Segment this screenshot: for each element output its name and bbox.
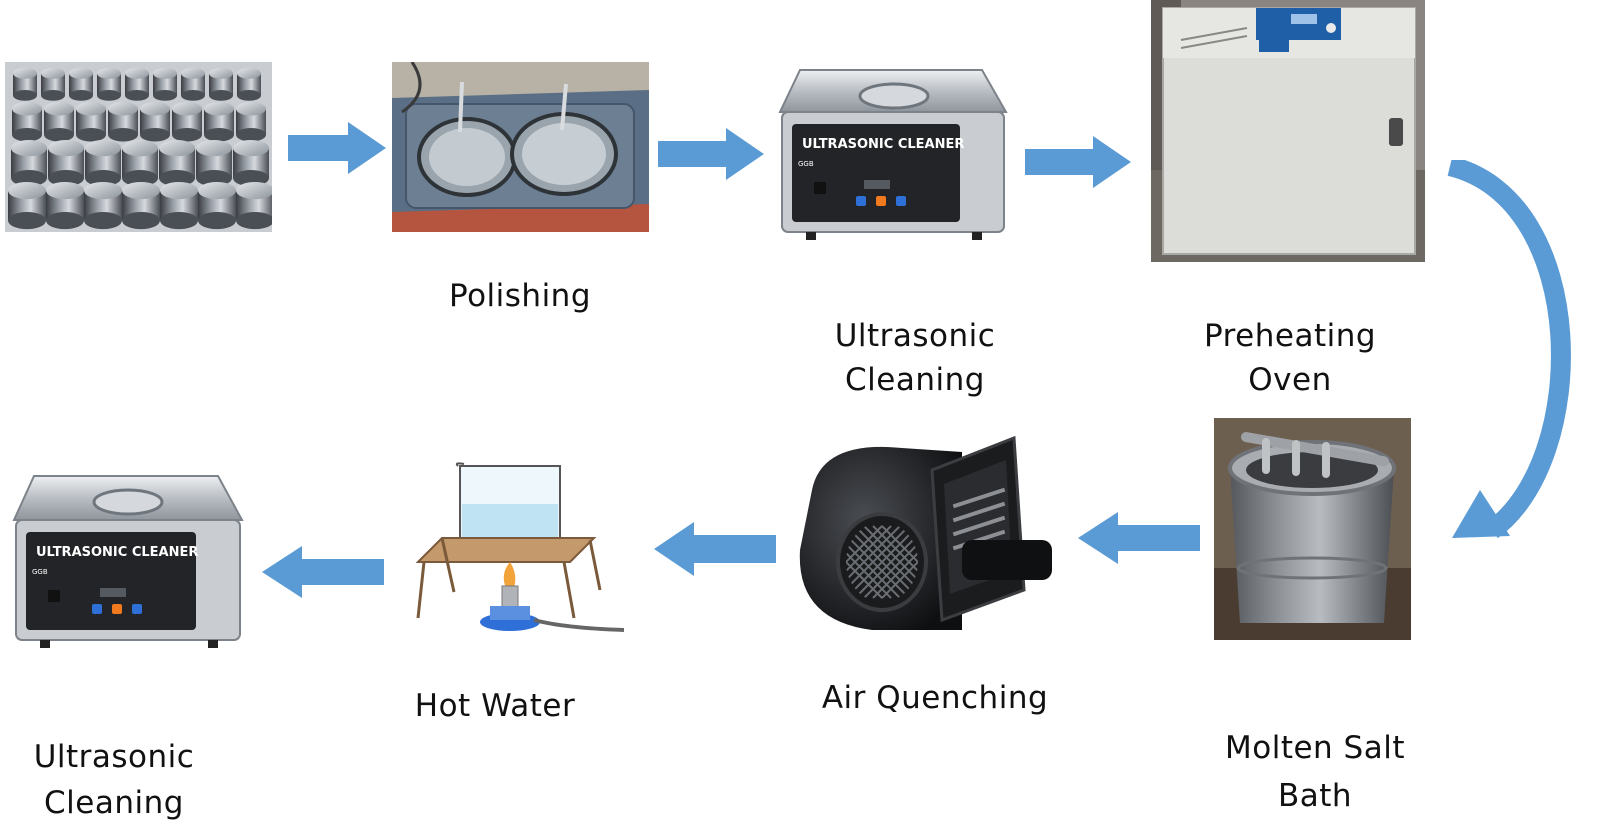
sample-cylinder [97, 73, 121, 96]
sample-cylinder [41, 73, 65, 96]
air-blower-photo [792, 430, 1058, 642]
step-label-air-quenching: Air Quenching [821, 680, 1049, 716]
cleaner-brand-text-1: ULTRASONIC CLEANER [802, 137, 964, 152]
flow-arrow-2 [658, 128, 764, 180]
sample-cylinder [13, 73, 37, 96]
sample-cylinder [125, 73, 149, 96]
step-label-ultrasonic-cleaning-1: Ultrasonic Cleaning [834, 318, 996, 398]
flow-arrow-curved [1440, 160, 1580, 560]
sample-cylinder [237, 73, 261, 96]
hot-water-illustration [414, 462, 628, 636]
molten-salt-bath-photo [1214, 418, 1411, 640]
flow-arrow-4 [1078, 512, 1200, 564]
flow-arrow-5 [654, 522, 776, 576]
ultrasonic-cleaner-photo-1: ULTRASONIC CLEANER GGB [776, 62, 1010, 244]
sample-cylinder [209, 73, 233, 96]
cleaner-model-text-1: GGB [798, 160, 814, 168]
sample-cylinder [153, 73, 177, 96]
step-label-ultrasonic-cleaning-2: Ultrasonic Cleaning [33, 739, 195, 821]
cleaner-model-text-2: GGB [32, 568, 48, 576]
ultrasonic-cleaner-photo-2: ULTRASONIC CLEANER GGB [10, 468, 246, 652]
step-label-hot-water: Hot Water [414, 688, 576, 724]
flow-arrow-1 [288, 122, 386, 174]
samples-photo [5, 62, 272, 232]
flow-arrow-3 [1025, 136, 1131, 188]
polishing-machine-photo [392, 62, 649, 232]
step-label-molten-salt-bath: Molten Salt Bath [1225, 730, 1405, 814]
sample-cylinder [181, 73, 205, 96]
flow-arrow-6 [262, 546, 384, 598]
cleaner-brand-text-2: ULTRASONIC CLEANER [36, 545, 198, 560]
step-label-polishing: Polishing [448, 278, 592, 314]
samples-illustration [5, 62, 272, 232]
sample-cylinder [69, 73, 93, 96]
step-label-preheating-oven: Preheating Oven [1203, 318, 1377, 398]
preheating-oven-photo [1151, 0, 1425, 262]
